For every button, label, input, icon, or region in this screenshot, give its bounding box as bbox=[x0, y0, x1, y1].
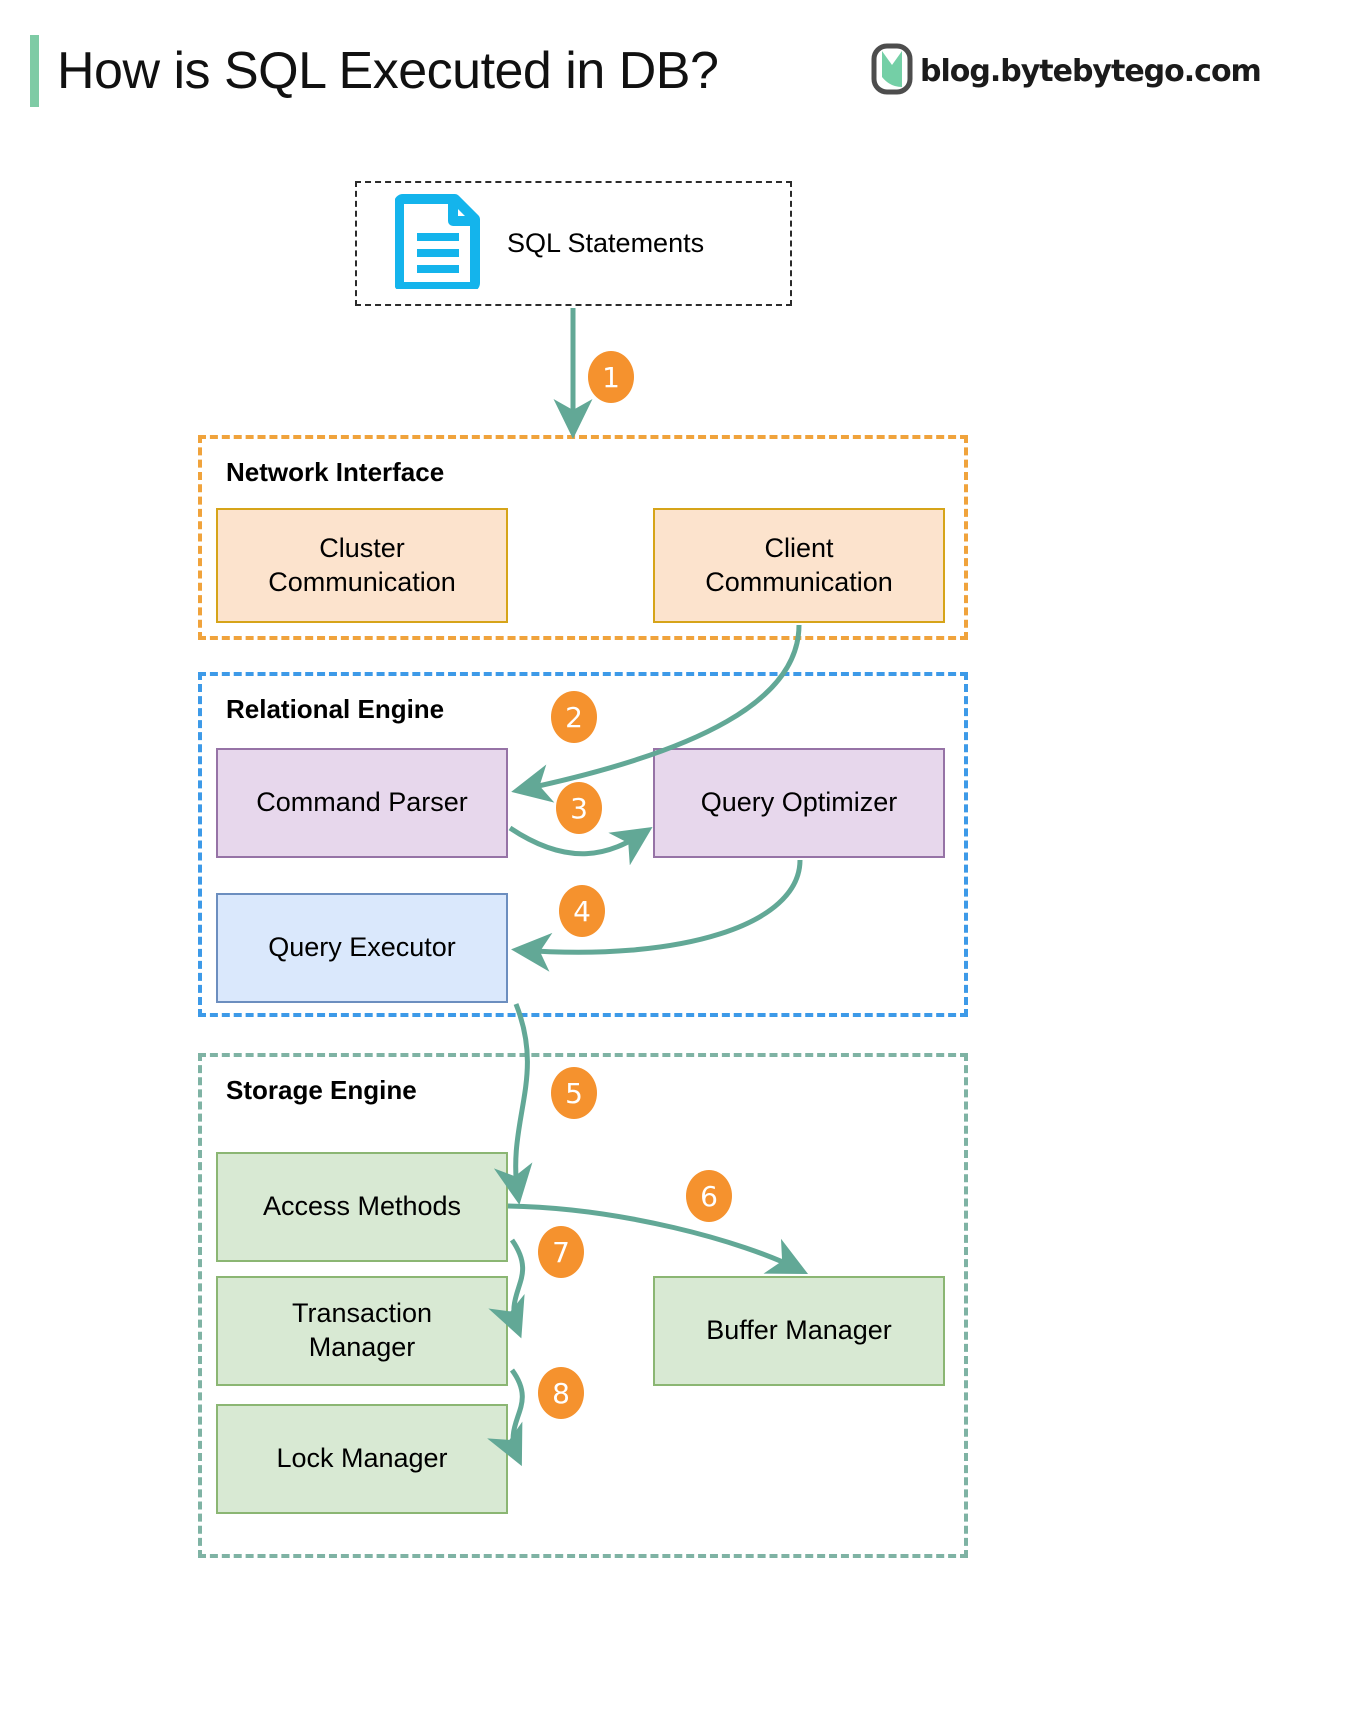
node-client-communication-line1: Client bbox=[764, 532, 834, 563]
brand-watermark: blog.bytebytego.com bbox=[870, 40, 1262, 102]
node-access-methods[interactable]: Access Methods bbox=[216, 1152, 508, 1262]
node-transaction-manager-line1: Transaction bbox=[291, 1298, 433, 1329]
node-transaction-manager[interactable]: Transaction Manager bbox=[216, 1276, 508, 1386]
node-command-parser[interactable]: Command Parser bbox=[216, 748, 508, 858]
step-badge-2: 2 bbox=[551, 691, 597, 743]
node-cluster-communication-line2: Communication bbox=[268, 566, 456, 597]
node-lock-manager[interactable]: Lock Manager bbox=[216, 1404, 508, 1514]
node-query-optimizer[interactable]: Query Optimizer bbox=[653, 748, 945, 858]
step-badge-7: 7 bbox=[538, 1226, 584, 1278]
step-badge-3: 3 bbox=[556, 782, 602, 834]
step-badge-8: 8 bbox=[538, 1367, 584, 1419]
node-cluster-communication-line1: Cluster bbox=[319, 532, 405, 563]
sql-statements-source-box: SQL Statements bbox=[355, 181, 792, 306]
bytebytego-logo-icon bbox=[870, 43, 914, 100]
node-query-executor[interactable]: Query Executor bbox=[216, 893, 508, 1003]
step-badge-1: 1 bbox=[588, 351, 634, 403]
sql-statements-label: SQL Statements bbox=[507, 228, 705, 258]
group-relational-engine-label: Relational Engine bbox=[226, 694, 445, 724]
group-storage-engine: Storage Engine bbox=[198, 1053, 968, 1558]
step-badge-4: 4 bbox=[559, 885, 605, 937]
node-cluster-communication[interactable]: Cluster Communication bbox=[216, 508, 508, 623]
group-network-interface-label: Network Interface bbox=[226, 457, 445, 487]
document-icon bbox=[394, 193, 481, 294]
node-transaction-manager-line2: Manager bbox=[308, 1332, 416, 1362]
brand-label: blog.bytebytego.com bbox=[920, 53, 1262, 89]
group-storage-engine-label: Storage Engine bbox=[226, 1075, 417, 1105]
node-client-communication[interactable]: Client Communication bbox=[653, 508, 945, 623]
page-title: How is SQL Executed in DB? bbox=[57, 42, 719, 100]
node-client-communication-line2: Communication bbox=[705, 566, 893, 597]
node-buffer-manager[interactable]: Buffer Manager bbox=[653, 1276, 945, 1386]
title-accent-bar bbox=[30, 35, 39, 107]
step-badge-5: 5 bbox=[551, 1067, 597, 1119]
step-badge-6: 6 bbox=[686, 1170, 732, 1222]
